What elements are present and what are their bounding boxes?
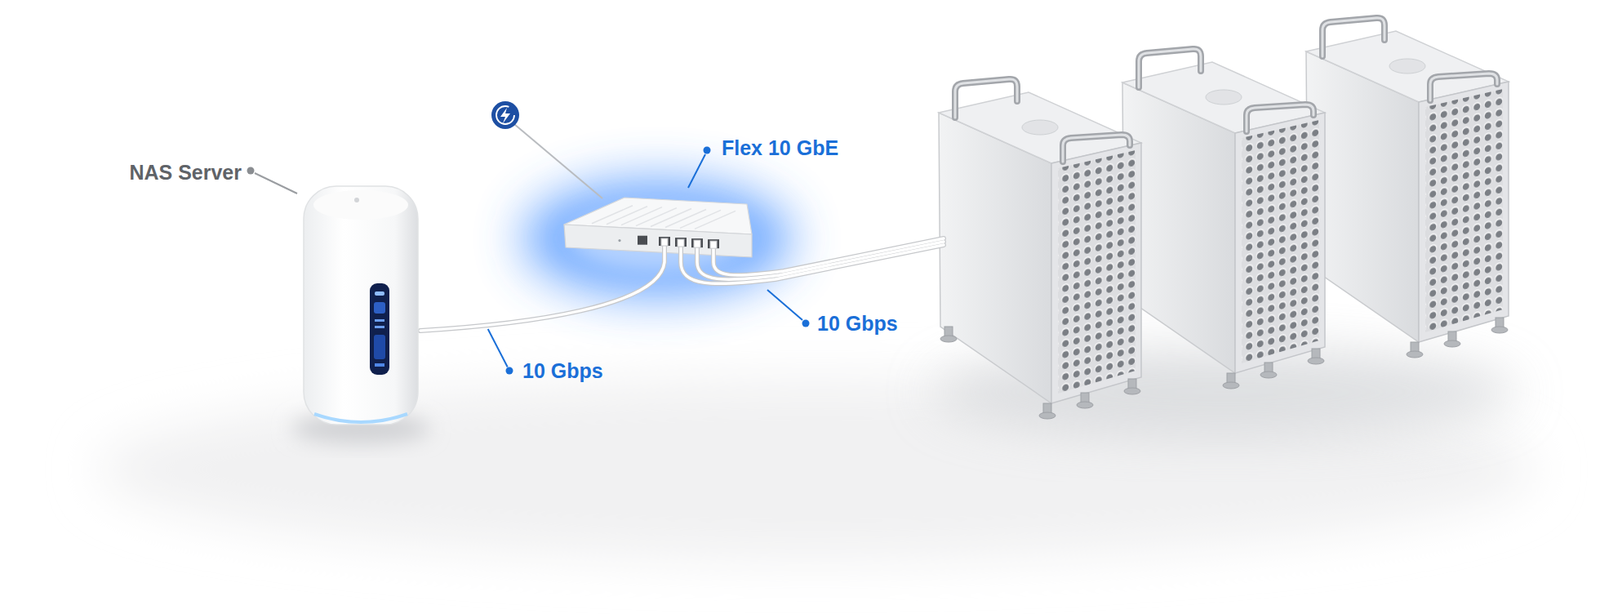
speed-label: 10 Gbps — [522, 357, 604, 384]
nas-server: NAS Server — [301, 183, 421, 429]
device-label: NAS Server — [128, 159, 242, 186]
nas-device — [301, 183, 421, 429]
mac-pro — [1122, 48, 1325, 389]
mac-pro — [1306, 17, 1509, 358]
mac-pro — [938, 79, 1142, 419]
speed-label: 10 Gbps — [817, 310, 898, 337]
power-icon — [491, 101, 520, 129]
network-switch: Flex 10 GbE — [559, 193, 756, 263]
switch-device — [559, 193, 756, 263]
leader-line — [488, 328, 514, 375]
ethernet-cable — [420, 262, 665, 331]
device-label: Flex 10 GbE — [721, 134, 839, 161]
